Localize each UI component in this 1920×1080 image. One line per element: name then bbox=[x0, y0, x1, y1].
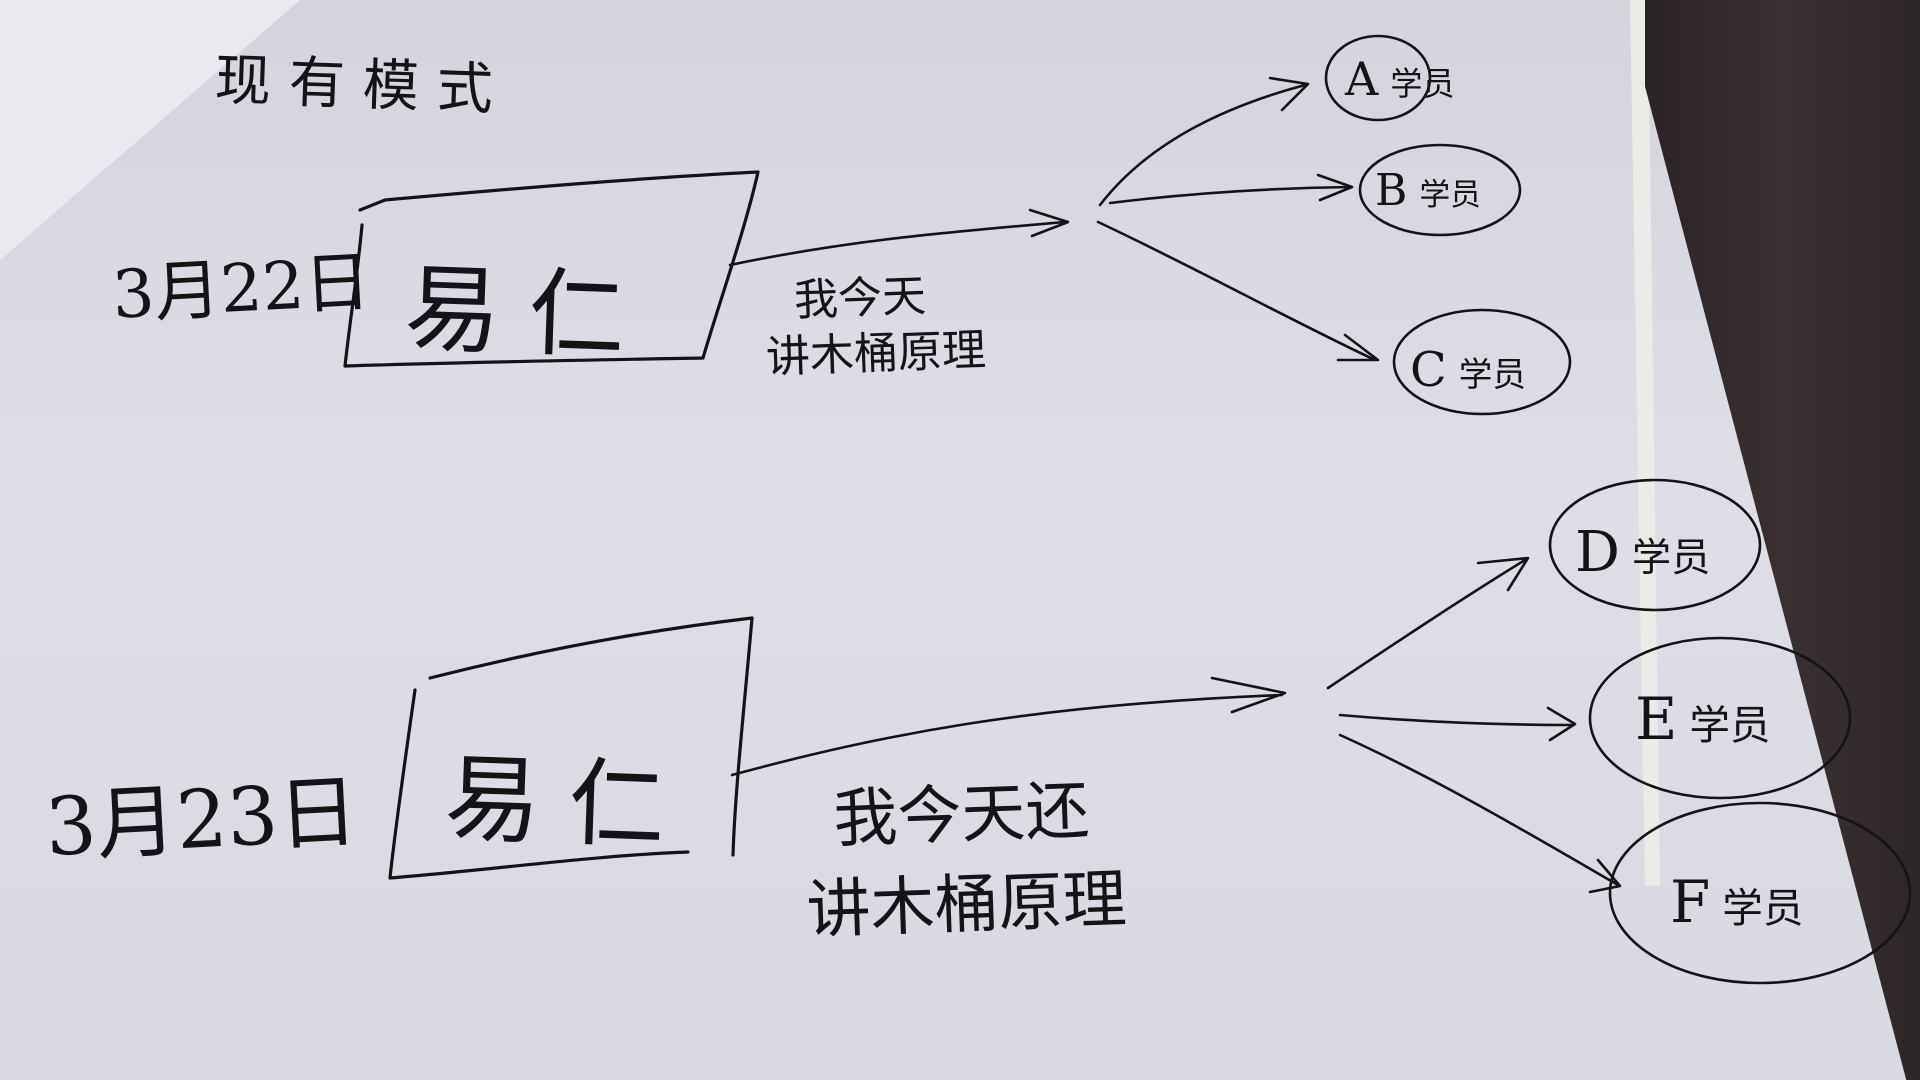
caption-1: 我今天 讲木桶原理 bbox=[765, 267, 987, 386]
student-C-suffix: 学员 bbox=[1458, 355, 1526, 394]
arrow-to-student-B bbox=[1108, 173, 1354, 205]
student-F-letter: F bbox=[1670, 868, 1711, 936]
teacher-name-1: 易仁 bbox=[402, 252, 655, 374]
student-E-circle bbox=[1588, 636, 1852, 800]
arrow-to-student-C bbox=[1096, 220, 1380, 362]
student-F-circle bbox=[1608, 801, 1912, 985]
student-A-label: A 学员 bbox=[1345, 52, 1455, 106]
student-D-letter: D bbox=[1575, 520, 1620, 585]
notebook bbox=[1590, 0, 1920, 1080]
student-D-circle bbox=[1548, 478, 1762, 612]
student-B-letter: B bbox=[1375, 165, 1408, 216]
student-E-suffix: 学员 bbox=[1689, 701, 1771, 749]
student-B-suffix: 学员 bbox=[1419, 177, 1481, 213]
caption-1-line1: 我今天 bbox=[793, 270, 927, 327]
teacher-box-2 bbox=[388, 616, 754, 880]
arrow-to-student-F bbox=[1338, 733, 1622, 894]
student-B-circle bbox=[1358, 143, 1522, 237]
caption-2: 我今天还 讲木桶原理 bbox=[805, 765, 1128, 955]
student-C-label: C 学员 bbox=[1410, 342, 1526, 398]
caption-2-line2: 讲木桶原理 bbox=[805, 862, 1128, 949]
caption-1-line2: 讲木桶原理 bbox=[765, 324, 987, 384]
student-E-letter: E bbox=[1635, 685, 1678, 753]
student-C-letter: C bbox=[1410, 342, 1447, 398]
date-label-2: 3月23日 bbox=[43, 764, 361, 875]
date-label-1: 3月22日 bbox=[110, 243, 373, 334]
student-F-suffix: 学员 bbox=[1722, 884, 1804, 932]
arrow-teacher1-to-students bbox=[728, 208, 1070, 267]
student-B-label: B 学员 bbox=[1375, 165, 1481, 216]
caption-2-line1: 我今天还 bbox=[832, 774, 1091, 858]
arrow-teacher2-to-students bbox=[730, 676, 1287, 777]
diagram-title: 现有模式 bbox=[213, 47, 512, 124]
student-A-circle bbox=[1324, 34, 1432, 122]
student-A-suffix: 学员 bbox=[1390, 65, 1455, 103]
teacher-name-2: 易仁 bbox=[442, 742, 695, 864]
arrow-to-student-A bbox=[1098, 76, 1310, 207]
student-C-circle bbox=[1392, 308, 1572, 416]
student-A-letter: A bbox=[1345, 52, 1379, 106]
student-D-suffix: 学员 bbox=[1631, 536, 1711, 581]
arrow-to-student-E bbox=[1338, 706, 1577, 742]
arrow-to-student-D bbox=[1326, 556, 1530, 690]
